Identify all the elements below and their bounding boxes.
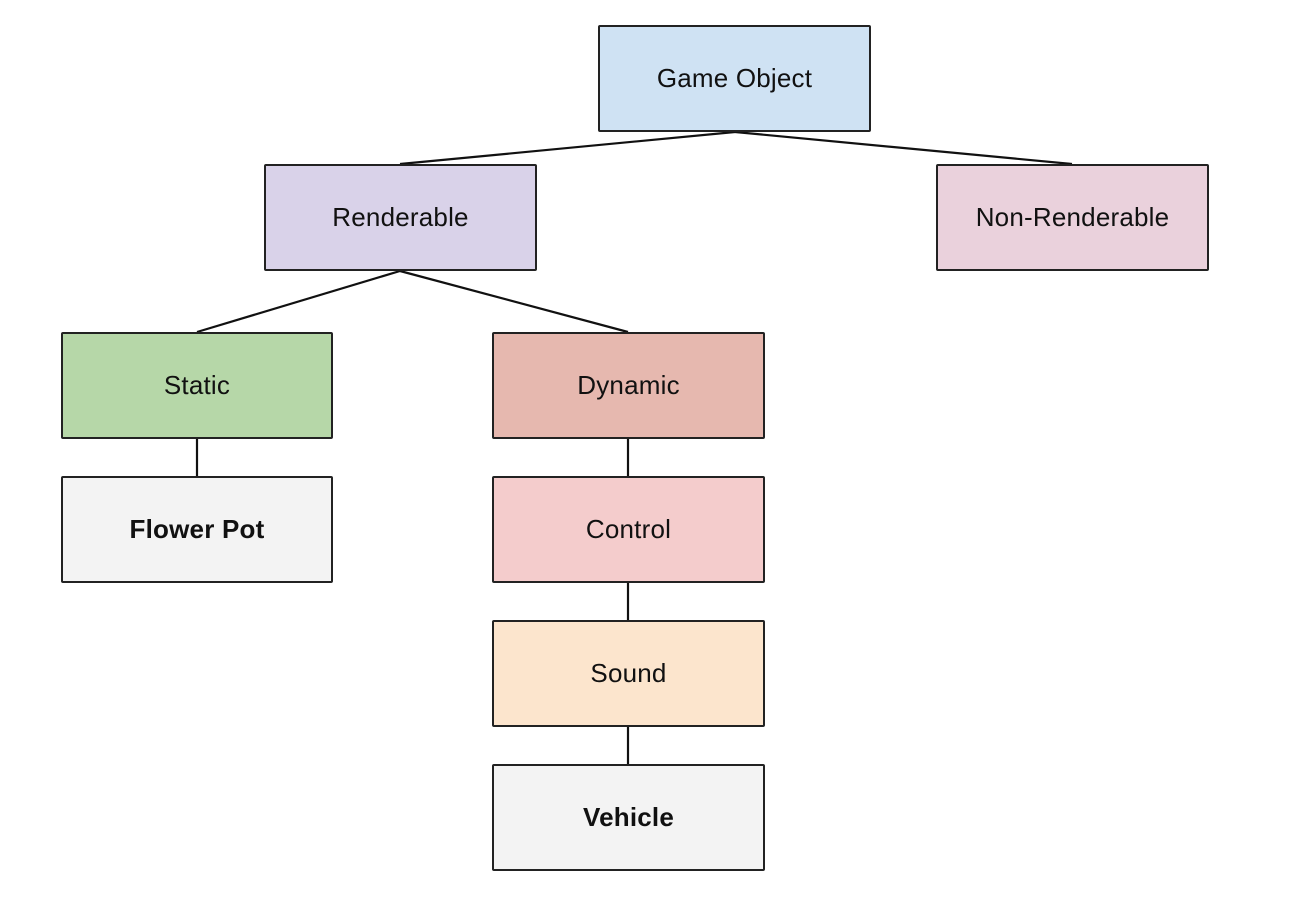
node-flower-pot: Flower Pot: [61, 476, 333, 583]
node-dynamic: Dynamic: [492, 332, 765, 439]
node-label: Game Object: [656, 63, 813, 93]
edge-game-object-non-renderable: [734, 130, 1073, 166]
node-label: Vehicle: [582, 802, 675, 832]
node-static: Static: [61, 332, 333, 439]
edge-renderable-dynamic: [399, 269, 629, 334]
node-label: Non-Renderable: [975, 202, 1170, 232]
node-label: Static: [163, 370, 231, 400]
node-label: Flower Pot: [129, 514, 265, 544]
node-label: Control: [585, 514, 672, 544]
node-control: Control: [492, 476, 765, 583]
node-vehicle: Vehicle: [492, 764, 765, 871]
edge-game-object-renderable: [399, 130, 736, 166]
node-label: Renderable: [332, 202, 469, 232]
node-non-renderable: Non-Renderable: [936, 164, 1209, 271]
node-label: Sound: [590, 658, 667, 688]
node-label: Dynamic: [577, 370, 680, 400]
node-sound: Sound: [492, 620, 765, 727]
edge-renderable-static: [196, 269, 401, 334]
node-renderable: Renderable: [264, 164, 537, 271]
node-game-object: Game Object: [598, 25, 871, 132]
